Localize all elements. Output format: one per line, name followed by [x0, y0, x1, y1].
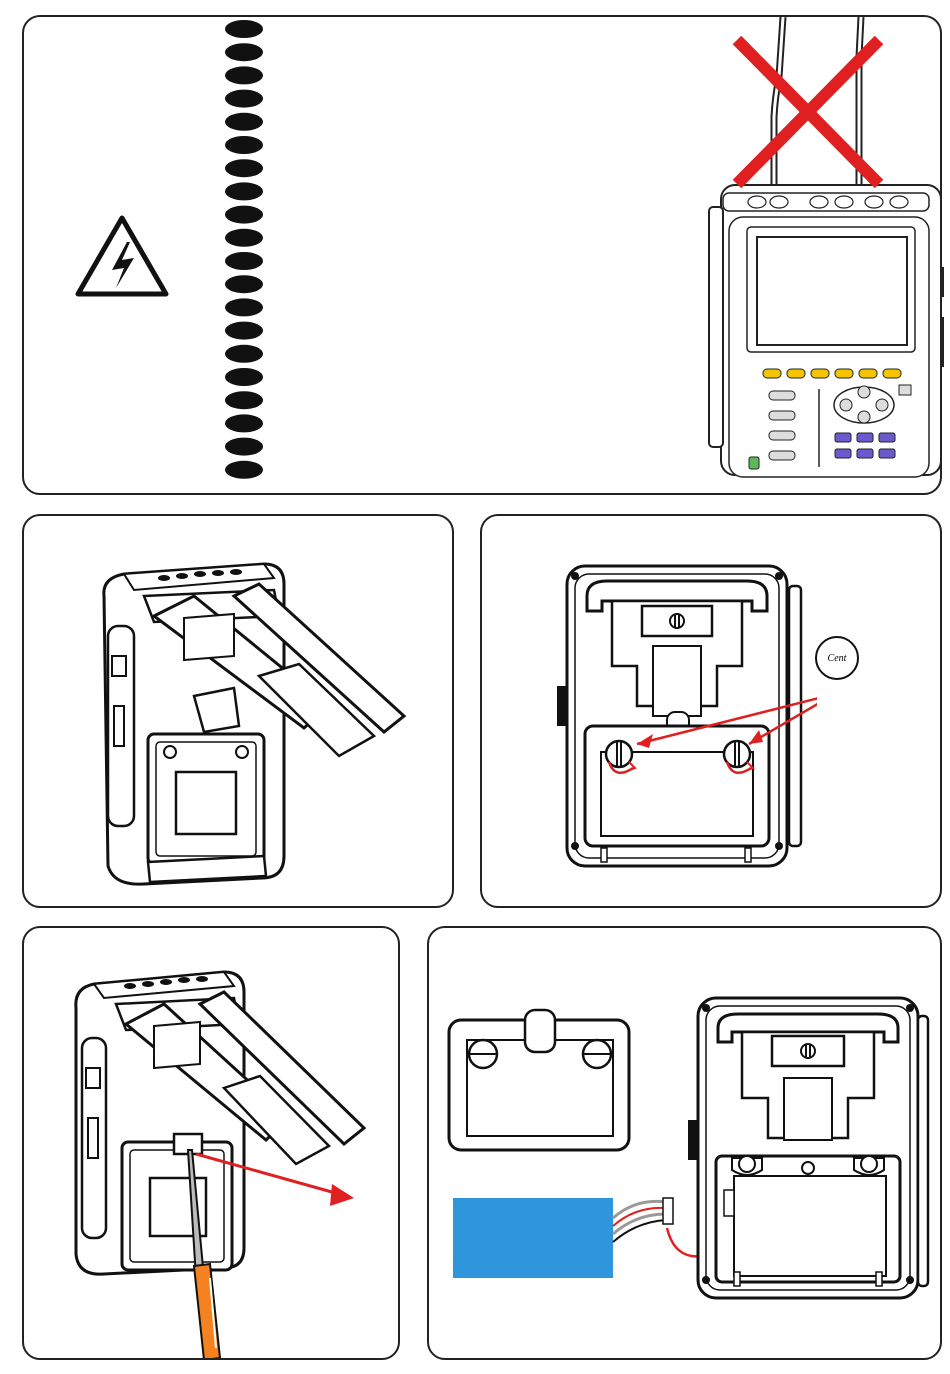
binding-dot	[225, 229, 263, 247]
binding-dot	[225, 159, 263, 177]
instrument-back-closed	[557, 556, 817, 876]
binding-dot	[225, 438, 263, 456]
panel-unscrew-cover: Cent	[480, 514, 942, 908]
instrument-back-stand-open	[84, 556, 414, 896]
binding-dots	[222, 19, 266, 497]
binding-dot	[225, 182, 263, 200]
binding-dot	[225, 414, 263, 432]
do-not-connect-cross-icon	[729, 32, 887, 192]
panel-pry-cover	[22, 926, 400, 1360]
binding-dot	[225, 43, 263, 61]
coin-icon: Cent	[815, 636, 859, 680]
coin-label: Cent	[828, 653, 847, 664]
binding-dot	[225, 368, 263, 386]
binding-dot	[225, 90, 263, 108]
binding-dot	[225, 66, 263, 84]
instrument-back-with-screwdriver	[64, 958, 384, 1358]
panel-disconnect-leads	[22, 15, 942, 495]
removed-battery-cover	[445, 1006, 635, 1156]
binding-dot	[225, 298, 263, 316]
binding-dot	[225, 206, 263, 224]
instrument-back-open-compartment	[684, 990, 934, 1310]
binding-dot	[225, 113, 263, 131]
panel-open-stand	[22, 514, 454, 908]
panel-replace-battery	[427, 926, 942, 1360]
binding-dot	[225, 345, 263, 363]
binding-dot	[225, 136, 263, 154]
binding-dot	[225, 391, 263, 409]
binding-dot	[225, 322, 263, 340]
high-voltage-warning-icon	[72, 212, 172, 302]
binding-dot	[225, 252, 263, 270]
binding-dot	[225, 275, 263, 293]
binding-dot	[225, 20, 263, 38]
binding-dot	[225, 461, 263, 479]
